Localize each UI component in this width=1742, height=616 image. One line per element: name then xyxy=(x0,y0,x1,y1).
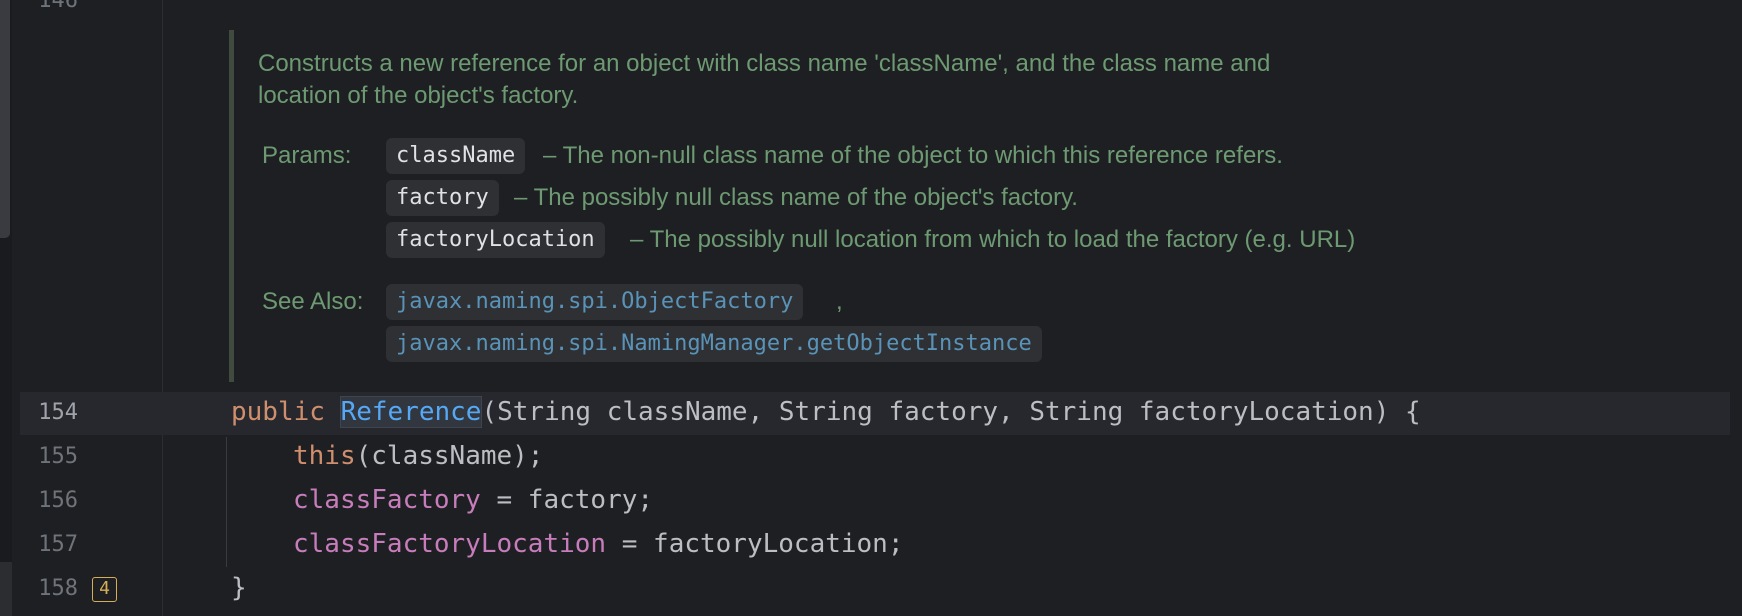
line-number: 158 xyxy=(38,576,78,601)
field-classFactoryLocation[interactable]: classFactoryLocation xyxy=(293,529,607,559)
param-desc-factoryLocation: – The possibly null location from which … xyxy=(630,226,1356,253)
current-line-highlight xyxy=(20,392,1730,435)
editor-left-edge-lower xyxy=(0,562,12,616)
field-classFactory[interactable]: classFactory xyxy=(293,485,481,515)
param-chip-className: className xyxy=(386,138,526,174)
constructor-name[interactable]: Reference xyxy=(339,396,483,428)
line-number: 156 xyxy=(38,488,78,513)
doc-comment-bar xyxy=(229,30,234,382)
keyword-public: public xyxy=(231,397,325,427)
indent-guide xyxy=(226,437,227,567)
see-also-link-object-factory[interactable]: javax.naming.spi.ObjectFactory xyxy=(386,284,804,320)
doc-params-label: Params: xyxy=(262,142,352,169)
constructor-signature: (String className, String factory, Strin… xyxy=(481,397,1421,427)
line-number: 155 xyxy=(38,444,78,469)
keyword-this: this xyxy=(293,441,356,471)
code-line-156: classFactory = factory; xyxy=(293,485,653,515)
doc-see-also-label: See Also: xyxy=(262,288,364,315)
code-line-158: } xyxy=(231,573,247,603)
param-chip-factoryLocation: factoryLocation xyxy=(386,222,605,258)
line-number: 157 xyxy=(38,532,78,557)
doc-description-line-1: Constructs a new reference for an object… xyxy=(258,50,1271,77)
see-also-separator: , xyxy=(836,288,843,315)
code-line-154: public Reference(String className, Strin… xyxy=(231,396,1421,428)
usages-count-badge[interactable]: 4 xyxy=(92,577,117,602)
this-args: (className); xyxy=(355,441,544,471)
see-also-link-naming-manager[interactable]: javax.naming.spi.NamingManager.getObject… xyxy=(386,326,1042,362)
line-number-current: 154 xyxy=(38,400,78,425)
assignment: = factoryLocation; xyxy=(606,529,904,559)
assignment: = factory; xyxy=(480,485,654,515)
doc-description-line-2: location of the object's factory. xyxy=(258,82,579,109)
code-line-155: this(className); xyxy=(293,441,543,471)
gutter-separator xyxy=(162,0,163,616)
code-line-157: classFactoryLocation = factoryLocation; xyxy=(293,529,904,559)
line-number: 146 xyxy=(38,0,78,13)
param-desc-className: – The non-null class name of the object … xyxy=(543,142,1283,169)
param-desc-factory: – The possibly null class name of the ob… xyxy=(514,184,1078,211)
vertical-scrollbar-thumb[interactable] xyxy=(0,0,10,238)
param-chip-factory: factory xyxy=(386,180,499,216)
